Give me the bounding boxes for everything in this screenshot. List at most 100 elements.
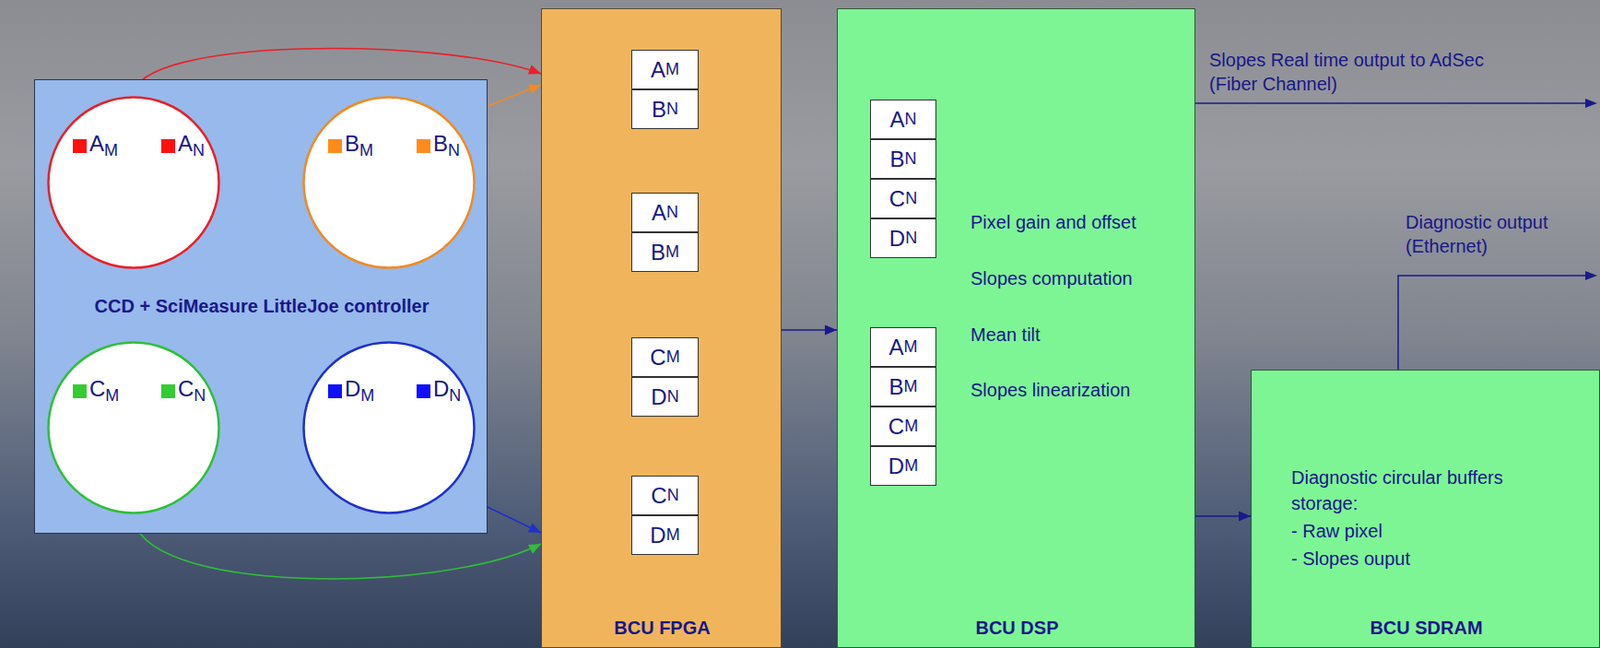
letter: C: [177, 376, 194, 401]
letter: C: [649, 344, 666, 371]
subscript: N: [905, 188, 918, 209]
letter: A: [651, 200, 667, 226]
pixel-label: DM: [632, 516, 698, 554]
pixel-marker: [161, 384, 176, 399]
data-flow-connector: [781, 325, 837, 336]
pixel-marker: [328, 139, 342, 153]
pixel-slot-box: AN: [870, 99, 937, 140]
block-title: BCU FPGA: [541, 617, 783, 639]
subscript: M: [666, 525, 681, 545]
circle-outline: [47, 341, 221, 515]
letter: B: [651, 96, 667, 123]
subscript: M: [904, 456, 918, 476]
letter: C: [889, 186, 906, 212]
output-label: Diagnostic output (Ethernet): [1405, 210, 1567, 259]
pixel-marker: [416, 384, 431, 399]
subscript: M: [105, 386, 119, 405]
node-text: DM: [344, 376, 375, 409]
pixel-slot-box: CN: [870, 178, 937, 219]
block-title: BCU SDRAM: [1251, 617, 1600, 639]
arrow-head: [528, 84, 542, 95]
pixel-slot-box: CN: [631, 475, 699, 516]
arrow-head: [1585, 270, 1598, 281]
node-text: CM: [89, 376, 119, 409]
pixel-slot-box: AM: [631, 49, 699, 90]
block-title: BCU DSP: [837, 617, 1197, 639]
node-text: BN: [433, 130, 460, 164]
ccd-quadrant-circle: CMCN: [47, 341, 221, 515]
pixel-label: CN: [632, 476, 698, 515]
arrow-head: [1238, 511, 1251, 522]
letter: A: [889, 106, 905, 133]
output-line: [1398, 275, 1588, 370]
subscript: N: [667, 387, 680, 407]
node-text: AN: [177, 130, 205, 164]
node-text: Slopes computation: [970, 268, 1188, 290]
controller-panel: CCD + SciMeasure LittleJoe controllerAMA…: [34, 79, 488, 534]
data-flow-connector: [1195, 511, 1251, 522]
letter: C: [888, 413, 905, 440]
pixel-label: CM: [870, 407, 936, 446]
subscript: M: [104, 141, 118, 160]
subscript: N: [667, 485, 680, 506]
pixel-label: CM: [632, 338, 698, 377]
letter: A: [89, 130, 105, 156]
subscript: N: [448, 386, 461, 405]
subscript: N: [193, 386, 206, 405]
ccd-circle: [48, 342, 220, 514]
subscript: N: [905, 149, 918, 169]
letter: D: [889, 225, 906, 252]
letter: D: [888, 453, 905, 480]
pixel-marker: [72, 139, 87, 153]
pixel-marker: [161, 139, 176, 153]
node-text: Slopes linearization: [970, 379, 1188, 401]
pixel-slot-box: CM: [870, 406, 937, 447]
subscript: N: [905, 109, 918, 130]
pixel-marker: [72, 384, 87, 399]
circle-outline: [47, 95, 221, 270]
circle-outline: [302, 95, 476, 270]
ccd-quadrant-circle: DMDN: [302, 341, 476, 515]
letter: D: [649, 522, 666, 549]
subscript: M: [665, 59, 680, 80]
subscript: M: [360, 386, 375, 405]
pixel-label: BM: [632, 233, 698, 271]
letter: B: [888, 374, 904, 400]
pixel-slot-box: DM: [870, 446, 937, 486]
letter: B: [344, 130, 360, 156]
pixel-marker: [416, 139, 431, 153]
pixel-slot-box: CM: [631, 337, 699, 377]
circle-outline: [302, 341, 476, 515]
node-text: CN: [177, 376, 206, 409]
letter: B: [433, 130, 448, 156]
subscript: M: [665, 242, 680, 262]
pixel-slot-box: AM: [870, 327, 937, 367]
ccd-quadrant-circle: BMBN: [302, 95, 476, 270]
output-line: [1195, 102, 1588, 105]
pixel-slot-box: DM: [631, 515, 699, 555]
block-title: CCD + SciMeasure LittleJoe controller: [35, 295, 489, 318]
subscript: M: [904, 337, 918, 357]
subscript: N: [666, 202, 679, 223]
letter: C: [89, 376, 106, 401]
pixel-label: BN: [870, 140, 936, 178]
node-text: - Slopes ouput: [1291, 545, 1568, 572]
arrow-head: [1585, 98, 1598, 108]
ccd-circle: [304, 342, 475, 514]
letter: D: [344, 376, 361, 401]
pixel-marker: [328, 384, 342, 399]
letter: D: [433, 376, 449, 401]
pixel-slot-box: DN: [870, 218, 937, 259]
output-label: Slopes Real time output to AdSec (Fiber …: [1209, 47, 1514, 96]
pixel-label: CN: [870, 179, 936, 218]
letter: B: [650, 239, 666, 266]
pixel-label: DN: [870, 219, 936, 258]
node-text: DN: [433, 376, 461, 409]
subscript: M: [904, 376, 918, 397]
subscript: M: [666, 347, 681, 367]
dsp-block: Pixel gain and offsetSlopes computationM…: [836, 8, 1196, 648]
pixel-slot-box: DN: [631, 376, 699, 417]
pixel-label: AM: [632, 50, 698, 89]
pixel-label: BN: [632, 90, 698, 129]
